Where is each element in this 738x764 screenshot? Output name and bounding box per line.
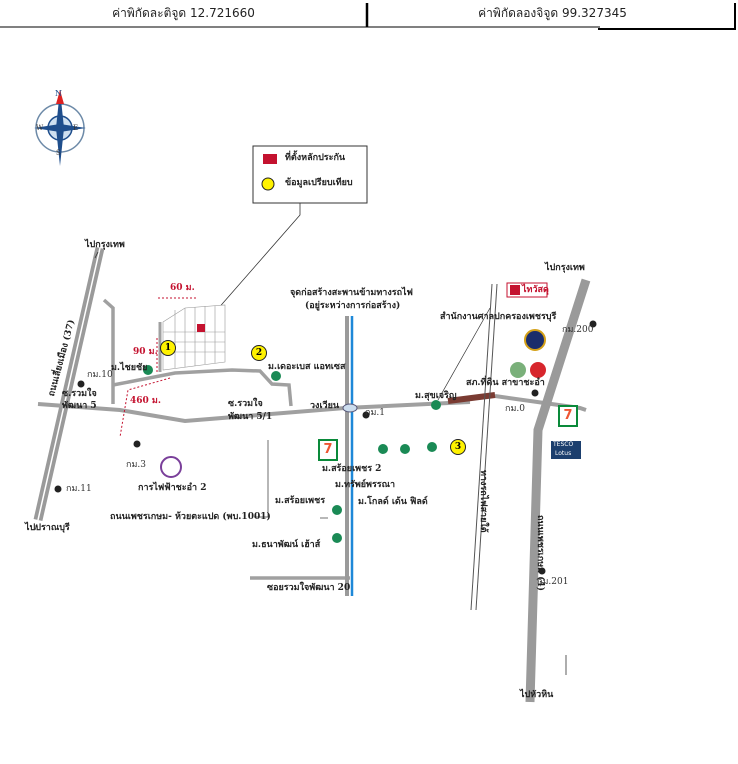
sapphan-village: ม.ทรัพย์พรรณา [335, 480, 396, 490]
legend-collateral-label: ที่ตั้งหลักประกัน [285, 153, 346, 163]
km-10: กม.10 [87, 370, 113, 380]
bridge-label-2: (อยู่ระหว่างการก่อสร้าง) [305, 301, 401, 311]
provincial-office-label: สำนักงานศาลปกครองเพชรบุรี [440, 312, 557, 322]
longitude-label: ค่าพิกัดลองจิจูด 99.327345 [478, 6, 627, 20]
km-11: กม.11 [66, 484, 92, 494]
land-office-logo [510, 362, 526, 378]
depth-distance: 90 ม. [133, 347, 158, 357]
railway [470, 283, 498, 611]
soiphet-village: ม.สร้อยเพชร [275, 496, 326, 506]
comparable-marker-1: 1 [160, 340, 176, 356]
sukcharoen-village: ม.สุขเจริญ [415, 391, 457, 401]
access-distance: 460 ม. [130, 396, 161, 406]
roundabout-icon [342, 403, 358, 413]
electric-authority-logo [160, 456, 182, 478]
phetkasem-road [525, 278, 591, 703]
comparable-marker-2: 2 [251, 345, 267, 361]
km-3: กม.3 [126, 460, 146, 470]
soi-5 [102, 298, 115, 404]
soi51-label-2: พัฒนา 5/1 [228, 412, 273, 422]
bridge-label-1: จุดก่อสร้างสะพานข้ามทางรถไฟ [290, 288, 413, 298]
tesco-label: TESCO [553, 441, 574, 448]
soi51-label-1: ซ.รวมใจ [228, 399, 263, 409]
railway-label: ทางรถไฟสายใต้ [478, 470, 488, 533]
land-plots [162, 304, 226, 371]
legend-comparable-label: ข้อมูลเปรียบเทียบ [285, 178, 353, 188]
compass-e: E [73, 124, 79, 132]
km-markers [54, 320, 597, 575]
goldenfield-village: ม.โกลด์ เด้น ฟิลด์ [358, 497, 428, 507]
km-201: กม.201 [537, 577, 569, 587]
legend-collateral-swatch [263, 154, 277, 164]
soi5-label-1: ซ.รวมใจ [62, 389, 97, 399]
compass-n: N [55, 89, 62, 98]
compass-icon [34, 90, 86, 166]
chaichai-village: ม.ไชยชัย [111, 363, 148, 373]
to-bangkok-left: ไปกรุงเทพ [85, 240, 125, 250]
village-icons [143, 365, 441, 543]
electric-authority-label: การไฟฟ้าชะอำ 2 [138, 483, 207, 493]
latitude-label: ค่าพิกัดละติจูด 12.721660 [112, 6, 255, 20]
roundabout-label: วงเวียน [310, 401, 340, 411]
tesco-lotus-logo [551, 441, 581, 459]
width-distance: 60 ม. [170, 283, 195, 293]
compass-s: S [56, 149, 61, 157]
main-road-label: ถนนเพชรเกษม- ห้วยตะแปด (พบ.1001) [110, 512, 271, 522]
km-1: กม.1 [365, 408, 385, 418]
legend-comparable-swatch [261, 177, 275, 191]
to-pranburi: ไปปราณบุรี [25, 523, 70, 533]
rail-bridge [447, 392, 496, 404]
collateral-pointer [201, 203, 301, 328]
seven-eleven-logo: 7 [318, 439, 338, 461]
collateral-plot [197, 324, 205, 332]
land-office-label: สภ.ที่ดิน สาขาชะอำ [466, 378, 545, 388]
soi20-label: ซอยรวมใจพัฒนา 20 [267, 583, 351, 593]
access-road [112, 368, 293, 407]
main-road [37, 400, 471, 424]
lotus-label: Lotus [555, 450, 572, 457]
km-0: กม.0 [505, 404, 525, 414]
km-200: กม.200 [562, 325, 594, 335]
soi5-label-2: พัฒนา 5 [62, 401, 97, 411]
soiphet2-village: ม.สร้อยเพชร 2 [322, 464, 382, 474]
provincial-seal-icon [524, 329, 546, 351]
police-logo [530, 362, 546, 378]
thaiwatsadu-label: ไทวัสดุ [522, 285, 549, 295]
thanapat-village: ม.ธนาพัฒน์ เฮ้าส์ [252, 540, 321, 550]
distance-arrows [119, 297, 196, 438]
to-huahin: ไปหัวหิน [520, 690, 554, 700]
compass-w: W [36, 124, 44, 132]
thebase-village: ม.เดอะเบส แอทเซส [268, 362, 346, 372]
to-bangkok-right: ไปกรุงเทพ [545, 263, 585, 273]
direction-arrows [34, 251, 567, 675]
seven-eleven-logo: 7 [558, 405, 578, 427]
comparable-marker-3: 3 [450, 439, 466, 455]
